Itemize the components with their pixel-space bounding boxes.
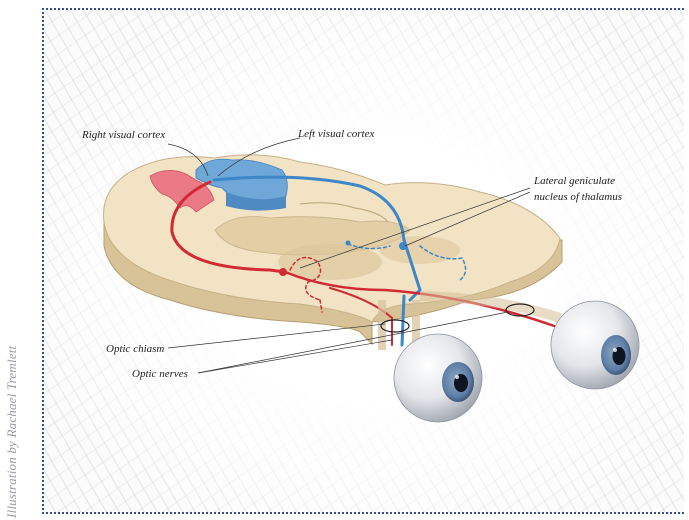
label-optic-nerves: Optic nerves: [132, 368, 188, 380]
label-lgn-line1: Lateral geniculate: [533, 175, 615, 187]
leader-chiasm: [168, 324, 385, 348]
label-optic-chiasm: Optic chiasm: [106, 343, 164, 355]
label-lgn-line2: nucleus of thalamus: [534, 191, 622, 203]
right-lgn-node: [279, 268, 287, 276]
label-right-visual-cortex: Right visual cortex: [81, 129, 165, 141]
leader-nerves-1: [198, 340, 392, 373]
label-left-visual-cortex: Left visual cortex: [297, 128, 374, 140]
left-eyeball: [394, 334, 482, 422]
thalamus-region-left: [380, 236, 460, 264]
right-eyeball: [551, 301, 639, 389]
left-lgn-node-2: [346, 241, 351, 246]
